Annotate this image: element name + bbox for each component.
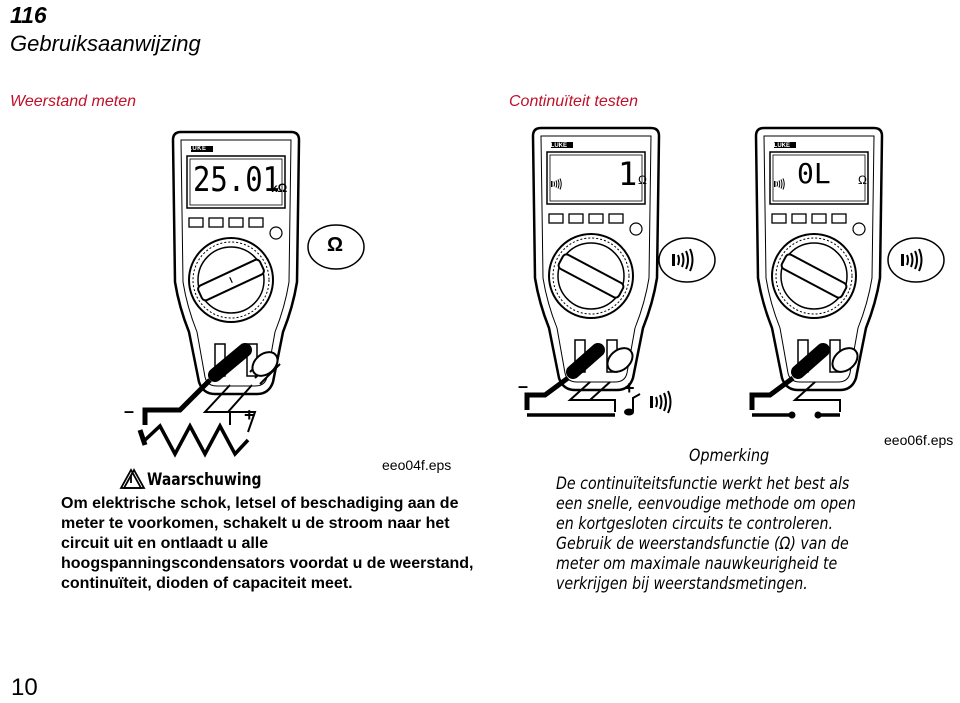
warning-body: Om elektrische schok, letsel of beschadi…: [61, 495, 474, 592]
section-title-resistance: Weerstand meten: [10, 93, 136, 110]
warning-heading: Waarschuwing: [147, 470, 262, 490]
display-unit-continuity-open: Ω: [858, 173, 867, 187]
note-body: De continuïteitsfunctie werkt het best a…: [556, 474, 856, 593]
plus-marker-1: +: [244, 405, 255, 425]
multimeter-continuity-open: [754, 126, 884, 392]
section-title-continuity: Continuïteit testen: [509, 93, 638, 110]
minus-marker-2: –: [518, 376, 529, 396]
dial-callout-ohm: [307, 224, 365, 270]
brand-logo-2: FLUKE: [547, 143, 567, 149]
footer-page-number: 10: [11, 674, 38, 701]
dial-ohm-symbol: Ω: [327, 234, 344, 256]
display-reading-continuity-closed: 1: [618, 155, 638, 193]
test-leads-continuity: [524, 343, 859, 419]
caution-warning-icon: [122, 468, 146, 489]
brand-logo-3: FLUKE: [770, 143, 790, 149]
test-leads-resistance: [137, 343, 281, 458]
minus-marker-1: –: [124, 401, 135, 421]
page-number: 116: [10, 2, 47, 28]
manual-title: Gebruiksaanwijzing: [10, 31, 201, 56]
figure-label-resistance: eeo04f.eps: [382, 457, 452, 473]
display-unit-continuity-closed: Ω: [638, 173, 647, 187]
beep-note-icon: [624, 390, 672, 416]
display-reading-resistance: 25.01: [193, 160, 281, 200]
note-heading: Opmerking: [689, 446, 770, 466]
brand-logo-1: FLUKE: [184, 146, 207, 152]
plus-marker-2: +: [624, 378, 635, 398]
multimeter-resistance: [171, 130, 301, 396]
multimeter-continuity-closed: [531, 126, 661, 392]
figure-label-continuity: eeo06f.eps: [884, 432, 954, 448]
display-unit-resistance: kΩ: [271, 181, 288, 195]
display-reading-continuity-open: 0L: [797, 157, 831, 190]
